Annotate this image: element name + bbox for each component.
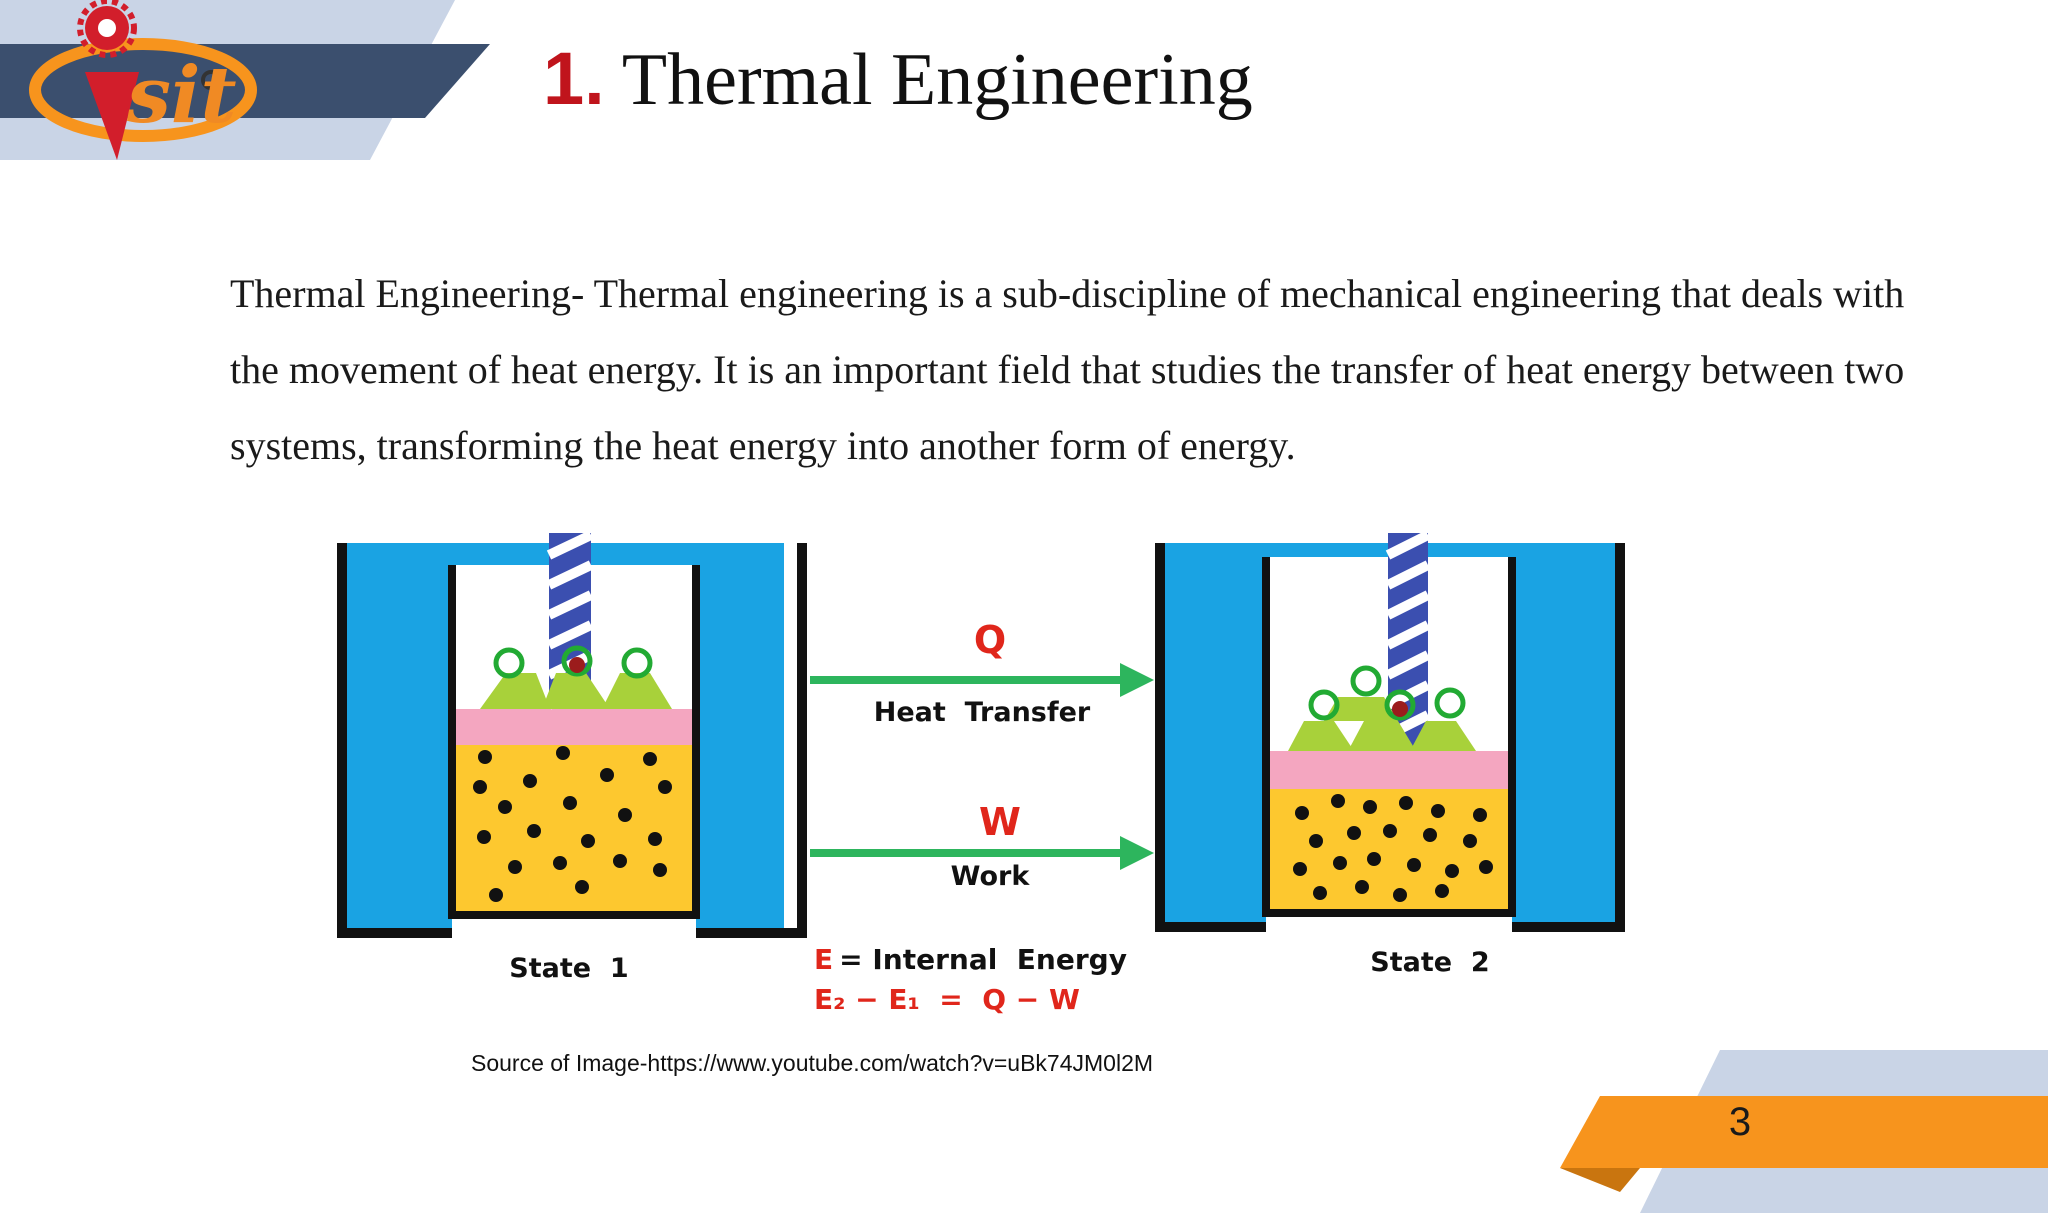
heat-transfer-arrow: [810, 663, 1154, 697]
state1-vessel: [337, 530, 807, 943]
thermodynamics-diagram: Q Heat Transfer W Work State 1 State 2 E…: [320, 525, 1660, 1035]
image-source-caption: Source of Image-https://www.youtube.com/…: [471, 1050, 1154, 1076]
state2-label: State 2: [1370, 947, 1489, 978]
energy-definition: E= Internal Energy: [814, 943, 1127, 976]
title-text: Thermal Engineering: [621, 39, 1253, 121]
page-number: 3: [1728, 1100, 1752, 1144]
energy-equation: E₂ − E₁ = Q − W: [814, 983, 1080, 1016]
body-paragraph: Thermal Engineering- Thermal engineering…: [230, 271, 1905, 468]
state1-label: State 1: [509, 953, 628, 984]
logo-text: sit: [127, 50, 237, 141]
energy-def-text: = Internal Energy: [839, 943, 1127, 976]
w-symbol: W: [979, 800, 1021, 844]
slide-title: 1. Thermal Engineering: [543, 36, 1253, 123]
state2-vessel: [1155, 530, 1625, 937]
heat-transfer-label: Heat Transfer: [874, 697, 1091, 728]
footer-banner: [1560, 1050, 2048, 1213]
title-number: 1.: [543, 37, 605, 120]
energy-def-symbol: E: [814, 943, 833, 976]
work-label: Work: [951, 861, 1031, 892]
work-arrow: [810, 836, 1154, 870]
institute-logo: sit: [15, 0, 275, 165]
q-symbol: Q: [974, 618, 1006, 662]
